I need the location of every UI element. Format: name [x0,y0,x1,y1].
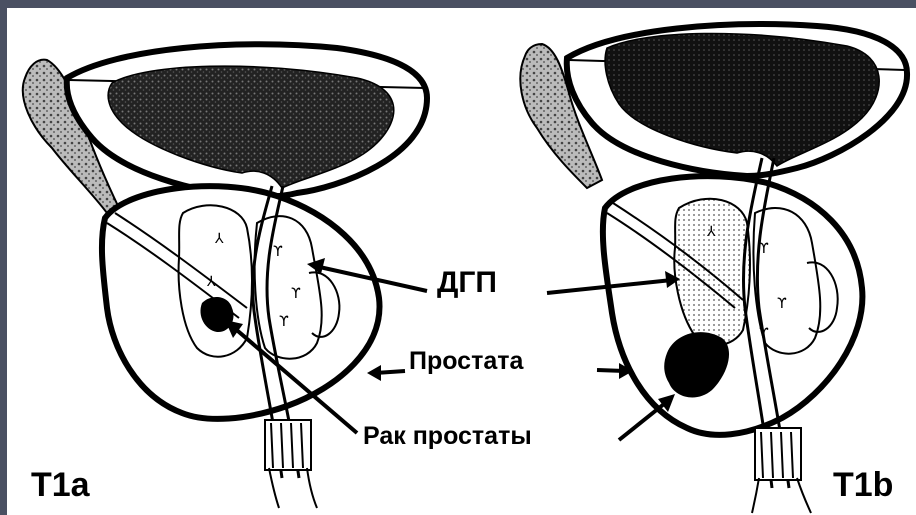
svg-text:ϒ: ϒ [777,296,787,312]
bph-label: ДГП [437,266,497,300]
svg-text:ϒ: ϒ [273,244,283,260]
diagram-canvas: ⅄⅄ ϒϒϒ [7,8,916,515]
svg-text:⅄: ⅄ [706,224,716,240]
svg-text:ϒ: ϒ [279,314,289,330]
cancer-label: Рак простаты [363,422,532,451]
svg-text:⅄: ⅄ [214,231,224,247]
stage-label-t1b: T1b [833,466,893,505]
svg-text:ϒ: ϒ [291,286,301,302]
stage-label-t1a: T1a [31,466,90,505]
prostate-label: Простата [409,347,523,376]
right-diagram-t1b: ⅄ϒ ϒϒ [520,24,907,513]
